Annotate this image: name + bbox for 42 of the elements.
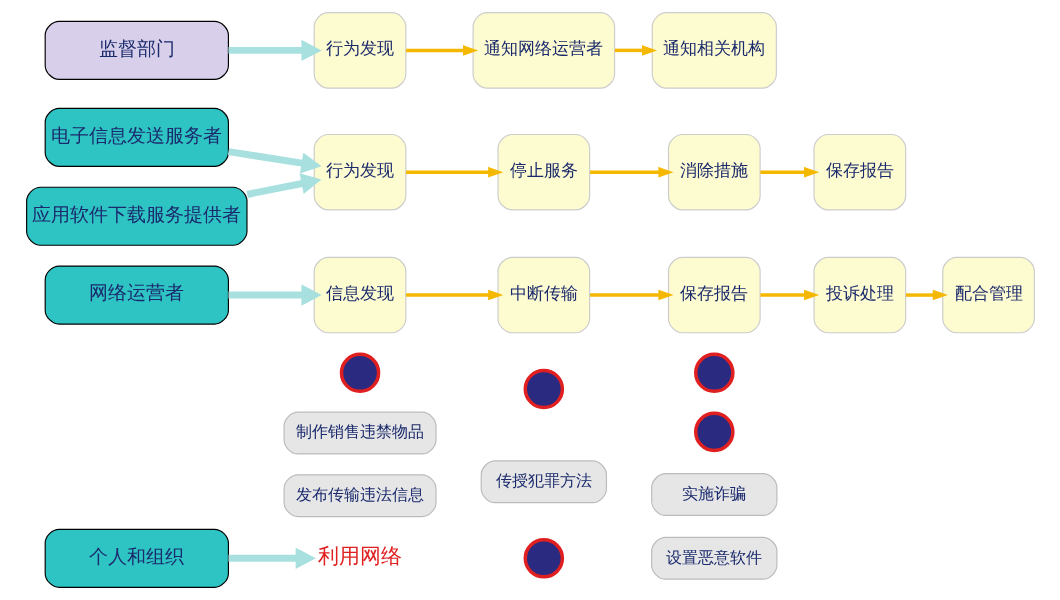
- arrow: [405, 166, 503, 178]
- arrow: [227, 284, 322, 306]
- node-box: 传授犯罪方法: [480, 460, 607, 504]
- arrow: [589, 166, 673, 178]
- node-circle: [693, 411, 735, 453]
- node-box: 中断传输: [496, 256, 590, 334]
- arrow: [759, 289, 819, 301]
- node-circle: [339, 352, 380, 394]
- node-text: 利用网络: [317, 544, 402, 569]
- arrow: [227, 148, 322, 174]
- arrow: [405, 45, 478, 56]
- node-box: 行为发现: [313, 12, 406, 89]
- node-circle: [523, 368, 564, 410]
- arrow: [905, 289, 948, 301]
- node-box: 行为发现: [313, 133, 406, 211]
- node-box: 发布传输违法信息: [283, 474, 437, 518]
- node-box: 配合管理: [941, 256, 1035, 334]
- node-box: 电子信息发送服务者: [44, 107, 229, 167]
- arrow: [759, 166, 819, 178]
- node-box: 实施诈骗: [650, 473, 777, 516]
- node-circle: [523, 538, 564, 579]
- node-box: 保存报告: [667, 256, 761, 334]
- arrow: [245, 173, 321, 198]
- node-box: 通知相关机构: [651, 12, 777, 89]
- node-box: 投诉处理: [812, 256, 906, 334]
- node-box: 设置恶意软件: [650, 536, 777, 580]
- node-circle: [693, 352, 735, 394]
- node-box: 通知网络运营者: [472, 12, 615, 89]
- arrow: [589, 289, 673, 301]
- node-box: 网络运营者: [44, 265, 229, 325]
- node-box: 停止服务: [496, 133, 590, 211]
- arrow: [614, 45, 657, 56]
- arrow: [405, 289, 503, 301]
- node-box: 个人和组织: [44, 528, 229, 588]
- arrow: [227, 39, 322, 61]
- node-box: 消除措施: [667, 133, 761, 211]
- node-box: 保存报告: [812, 133, 906, 211]
- node-box: 信息发现: [313, 256, 406, 334]
- arrow: [227, 547, 316, 569]
- node-box: 应用软件下载服务提供者: [25, 186, 248, 246]
- node-box: 监督部门: [44, 20, 229, 80]
- node-box: 制作销售违禁物品: [283, 411, 437, 455]
